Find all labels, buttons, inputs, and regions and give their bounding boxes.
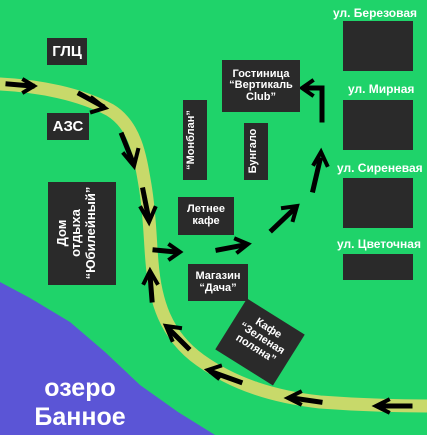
bungalo-block — [244, 123, 268, 180]
rest-house-block — [48, 182, 116, 285]
arrow-icon — [162, 323, 192, 352]
hotel-label: Гостиница “Вертикаль Club” — [222, 60, 300, 112]
arrow-icon — [283, 389, 323, 407]
street-berezovaya: ул. Березовая — [333, 6, 417, 20]
arrow-icon — [298, 78, 325, 123]
house-sirenevaya — [343, 178, 413, 228]
arrow-icon — [118, 131, 141, 171]
arrow-icon — [5, 77, 38, 95]
arrow-icon — [215, 236, 252, 255]
glc-label: ГЛЦ — [47, 38, 87, 65]
montblanc-label: “Монблан” — [185, 110, 197, 170]
arrow-icon — [203, 363, 244, 386]
house-mirnaya — [343, 100, 413, 150]
arrow-icon — [141, 266, 160, 303]
shop-label: Магазин “Дача” — [188, 264, 248, 301]
azs-label: АЗС — [47, 113, 89, 140]
bungalo-label: Бунгало — [247, 128, 259, 174]
arrow-icon — [371, 397, 413, 415]
lake — [0, 282, 215, 435]
arrow-icon — [309, 147, 330, 194]
arrow-icon — [138, 187, 158, 227]
summer-cafe-label: Летнее кафе — [178, 197, 234, 235]
house-cvetochnaya — [343, 254, 413, 280]
rest-house-label: Дом отдыха “Юбилейный” — [54, 186, 98, 280]
arrow-icon — [152, 242, 184, 262]
street-cvetochnaya: ул. Цветочная — [337, 237, 421, 251]
arrow-icon — [76, 90, 110, 115]
arrow-icon — [268, 203, 300, 234]
route-arrows — [5, 77, 413, 415]
street-mirnaya: ул. Мирная — [348, 82, 415, 96]
house-berezovaya — [343, 21, 413, 71]
street-sirenevaya: ул. Сиреневая — [337, 161, 423, 175]
lake-name: озеро Банное — [34, 374, 126, 431]
montblanc-block — [183, 100, 207, 180]
